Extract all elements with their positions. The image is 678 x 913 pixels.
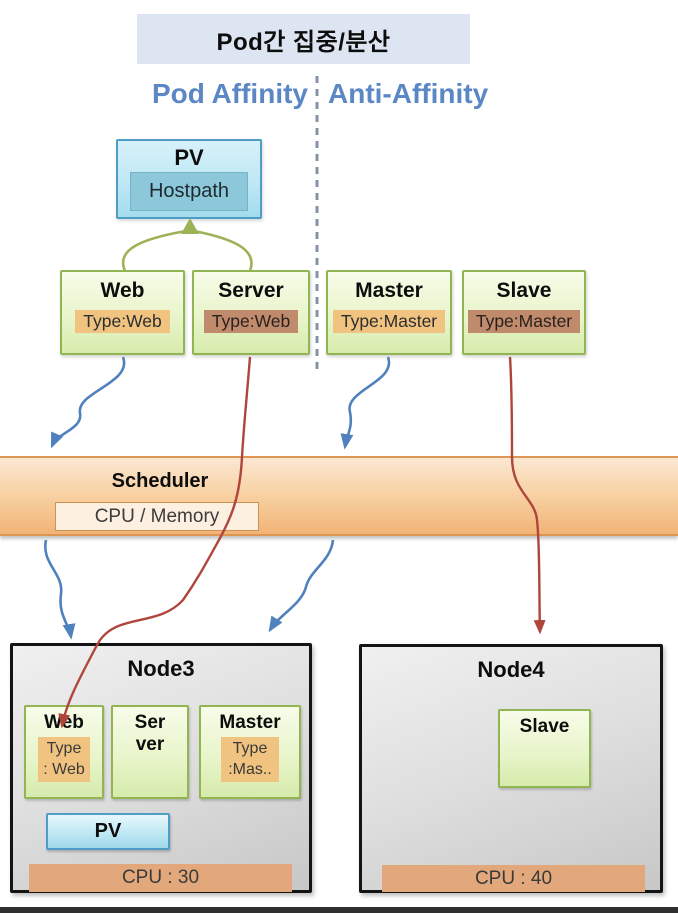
pod-server: Server Type:Web xyxy=(192,270,310,355)
scheduler-title: Scheduler xyxy=(111,470,209,492)
pv-box: PV Hostpath xyxy=(116,139,262,219)
node3-pod-master-type-label: Type :Mas.. xyxy=(221,736,279,783)
pod-master-type-label: Type:Master xyxy=(332,310,446,333)
pod-web-name: Web xyxy=(100,279,145,302)
pod-slave-type-label: Type:Master xyxy=(467,310,581,333)
pod-web: Web Type:Web xyxy=(60,270,185,355)
pod-web-type-label: Type:Web xyxy=(75,310,170,333)
node4: Node4 Slave CPU : 40 xyxy=(359,644,663,893)
pv-title: PV xyxy=(174,145,204,170)
node4-cpu-bar: CPU : 40 xyxy=(382,865,645,892)
section-label-pod-affinity: Pod Affinity xyxy=(151,78,308,109)
hostpath-label: Hostpath xyxy=(148,180,230,202)
node3-pod-master-name: Master xyxy=(219,712,281,733)
pod-slave: Slave Type:Master xyxy=(462,270,586,355)
node3-pod-master: Master Type :Mas.. xyxy=(199,705,301,799)
pod-master-name: Master xyxy=(355,279,423,302)
node3-pv-box: PV xyxy=(46,813,170,850)
pod-master: Master Type:Master xyxy=(326,270,452,355)
node3-pod-server: Server xyxy=(111,705,189,799)
cpu-memory-label: CPU / Memory xyxy=(94,505,220,527)
hostpath-box: Hostpath xyxy=(130,172,248,211)
node4-pod-slave: Slave xyxy=(498,709,591,788)
pod-slave-name: Slave xyxy=(496,279,552,302)
node3-pod-web-name: Web xyxy=(44,712,84,733)
diagram-title: Pod간 집중/분산 xyxy=(216,28,391,56)
cpu-memory-box: CPU / Memory xyxy=(55,502,259,531)
node3-cpu-value: CPU : 30 xyxy=(121,867,200,888)
edge-scheduler-to-node3-left xyxy=(44,539,76,640)
node3: Node3 Web Type : Web Server Master Type … xyxy=(10,643,312,893)
node3-pod-web-type-label: Type : Web xyxy=(38,736,90,783)
section-label-anti-affinity: Anti-Affinity xyxy=(328,78,489,109)
node4-title: Node4 xyxy=(477,657,545,682)
node3-pod-web: Web Type : Web xyxy=(24,705,104,799)
node3-pv-label: PV xyxy=(94,820,122,842)
edge-scheduler-to-node3-right xyxy=(268,539,335,633)
pod-server-name: Server xyxy=(218,279,284,302)
node3-pod-server-name: Server xyxy=(134,712,166,755)
node4-cpu-value: CPU : 40 xyxy=(474,867,553,889)
edge-web-to-pv xyxy=(121,229,187,272)
scheduler-band: Scheduler CPU / Memory xyxy=(0,456,678,536)
bottom-edge-strip xyxy=(0,907,678,913)
pod-server-type-label: Type:Web xyxy=(203,310,299,333)
node4-pod-slave-name: Slave xyxy=(519,716,570,737)
node3-title: Node3 xyxy=(127,656,195,681)
pv-arrowhead-icon xyxy=(181,218,199,234)
diagram-title-box: Pod간 집중/분산 xyxy=(137,14,470,64)
edge-web-to-scheduler xyxy=(50,356,126,449)
edge-server-to-pv xyxy=(193,229,253,272)
edge-master-to-scheduler xyxy=(340,356,391,450)
node3-cpu-bar: CPU : 30 xyxy=(29,864,292,892)
